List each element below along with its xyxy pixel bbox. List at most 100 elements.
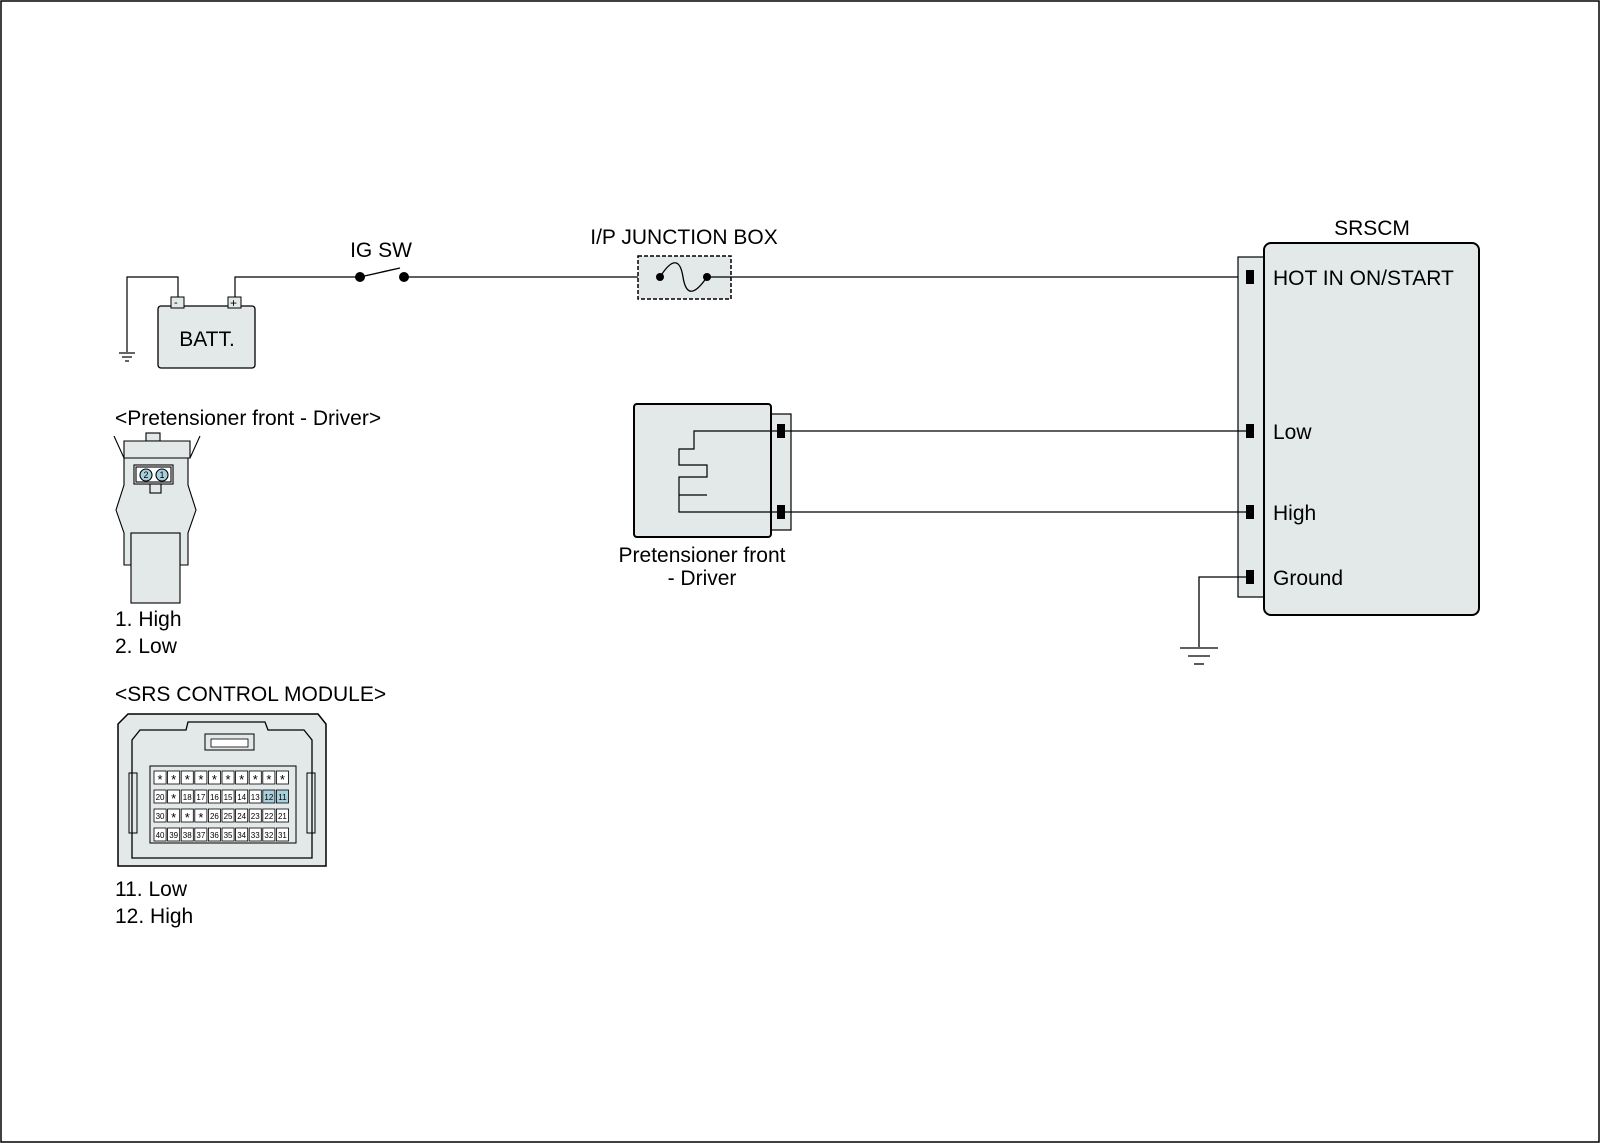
pretensioner-connector-pin-2: 2 [143,470,148,480]
srs-pin-cell [207,827,221,842]
srs-pin-label: * [253,772,258,787]
srs-module-legend-1: 11. Low [115,878,188,901]
srs-pin-label: * [239,772,244,787]
srs-pin-cell [180,827,194,842]
srs-pin-cell [207,808,221,823]
srs-pin-cell [194,827,208,842]
srs-pin-label: 20 [156,793,165,802]
srs-pin-cell [167,827,181,842]
srs-module-connector-title: <SRS CONTROL MODULE> [115,683,386,706]
srs-pin-cell [167,789,181,804]
srscm-title: SRSCM [1334,217,1410,240]
srs-pin-cell [262,808,276,823]
srs-pin-cell [221,789,235,804]
srscm-module: SRSCM HOT IN ON/START Low High Ground [1237,217,1480,616]
srscm-pin-high-label: High [1273,502,1316,525]
battery-neg-mark: - [174,297,178,309]
srs-pin-label: 17 [196,793,205,802]
junction-box-label: I/P JUNCTION BOX [590,226,777,249]
srs-module-legend-2: 12. High [115,905,193,928]
srs-pin-label: 21 [278,812,287,821]
srs-pin-cell [194,808,208,823]
srs-pin-cell [167,808,181,823]
srs-pin-cell [275,827,289,842]
srs-pin-label: 15 [224,793,233,802]
pretensioner-connector-pin-1: 1 [159,470,164,480]
srs-pin-cell [248,770,262,785]
srs-pin-cell [235,789,249,804]
srs-pin-label: 11 [278,793,287,802]
srscm-pin-hot [1246,270,1254,284]
pretensioner-legend-1: 1. High [115,608,182,631]
pretensioner-legend-2: 2. Low [115,635,178,658]
srs-pin-cell [180,789,194,804]
srs-pin-cell [248,789,262,804]
srs-pin-label: 18 [183,793,192,802]
srs-pin-label: * [226,772,231,787]
srs-pin-cell [262,827,276,842]
srs-pin-cell [153,770,167,785]
srscm-ground-wire [1180,576,1248,665]
srs-pin-cell [207,789,221,804]
srs-pin-label: 16 [210,793,219,802]
srs-pin-label: 22 [264,812,273,821]
srs-pin-label: * [280,772,285,787]
srs-pin-cell [221,770,235,785]
srs-pin-label: * [171,810,176,825]
srscm-pin-ground [1246,570,1254,584]
srscm-pin-ground-label: Ground [1273,567,1343,590]
srs-pin-label: * [198,772,203,787]
srs-pin-label: 30 [156,812,165,821]
srscm-pin-high [1246,505,1254,519]
srs-pin-label: * [171,772,176,787]
srs-pin-cell [262,770,276,785]
srs-pin-label: * [266,772,271,787]
srs-pin-cell [153,827,167,842]
pretensioner-connector [113,432,201,604]
srs-pin-label: * [212,772,217,787]
junction-box: I/P JUNCTION BOX [590,226,778,300]
srs-pin-label: 35 [224,831,233,840]
srs-pin-label: 36 [210,831,219,840]
srs-pin-label: 37 [196,831,205,840]
pretensioner-component: Pretensioner front - Driver [619,403,792,590]
srs-pin-cell [235,827,249,842]
srs-pin-cell [248,808,262,823]
srscm-pin-hot-label: HOT IN ON/START [1273,267,1454,290]
battery-label: BATT. [179,328,235,351]
srs-pin-cell [194,789,208,804]
battery: - + BATT. [157,296,256,369]
srs-pin-label: 25 [224,812,233,821]
pretensioner-connector-title: <Pretensioner front - Driver> [115,407,381,430]
srs-pin-label: * [158,772,163,787]
srs-pin-cell [221,827,235,842]
srs-pin-cell [153,789,167,804]
srs-pin-label: 39 [169,831,178,840]
srs-pin-cell [180,770,194,785]
srs-pin-cell [221,808,235,823]
srs-pin-label: 31 [278,831,287,840]
srs-pin-label: 32 [264,831,273,840]
srs-pin-label: * [198,810,203,825]
srscm-pin-low [1246,424,1254,438]
srs-pin-cell [275,770,289,785]
pretensioner-label-line1: Pretensioner front [619,544,786,567]
ig-switch-label: IG SW [350,239,412,262]
srs-pin-label: 34 [237,831,246,840]
battery-ground-wire [119,276,179,362]
srs-pin-cell [235,808,249,823]
srs-pin-label: * [171,791,176,806]
wire-batt-to-igsw [234,276,360,297]
srs-pin-label: 14 [237,793,246,802]
srs-pin-cell [275,789,289,804]
srscm-pin-low-label: Low [1273,421,1312,444]
srs-pin-label: * [185,772,190,787]
srs-pin-cell [275,808,289,823]
srs-pin-label: 12 [264,793,273,802]
srs-pin-cell [235,770,249,785]
srs-pin-cell [167,770,181,785]
srs-pin-cell [153,808,167,823]
srs-pin-cell [180,808,194,823]
